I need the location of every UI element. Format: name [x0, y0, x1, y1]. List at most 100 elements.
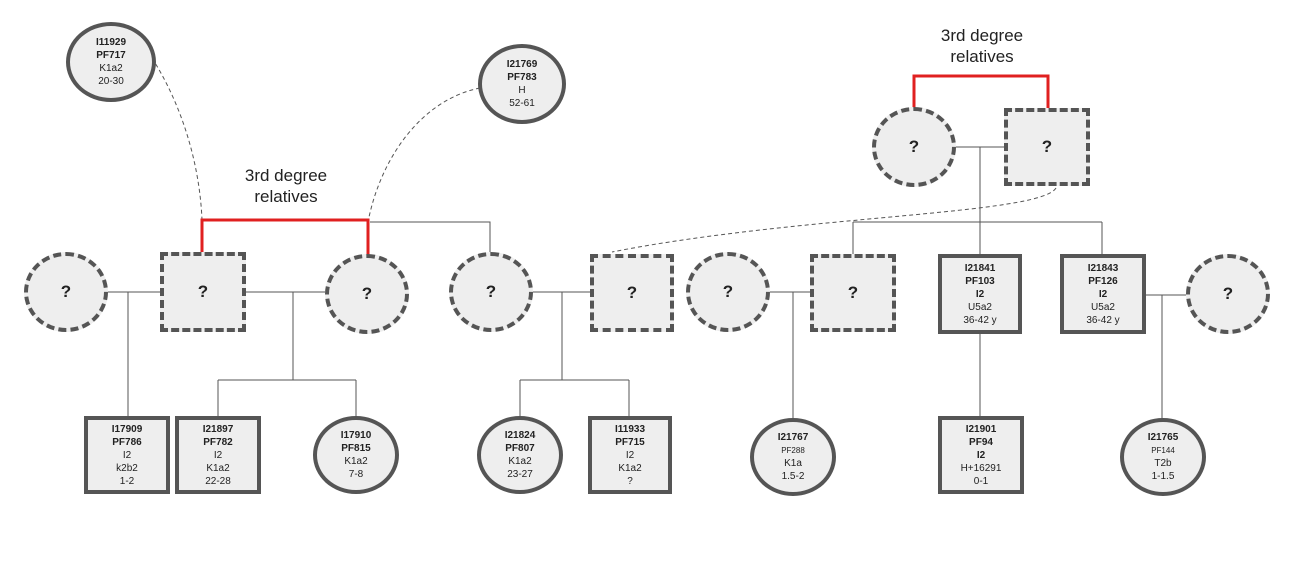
haplogroup: H+16291 — [960, 462, 1002, 474]
haplogroup: K1a — [784, 458, 802, 469]
y-haplogroup: I2 — [625, 449, 635, 461]
age-range: 1-2 — [119, 475, 135, 487]
unknown-mark: ? — [60, 282, 72, 301]
individual-i21901[interactable]: I21901 PF94 I2 H+16291 0-1 — [938, 416, 1024, 494]
unknown-female[interactable]: ? — [24, 252, 108, 332]
age-range: 1-1.5 — [1151, 471, 1175, 482]
haplogroup: U5a2 — [1091, 301, 1115, 313]
unknown-male[interactable]: ? — [160, 252, 246, 332]
sibling-line — [370, 221, 491, 252]
unknown-mark: ? — [197, 282, 209, 301]
individual-i21897[interactable]: I21897 PF782 I2 K1a2 22-28 — [175, 416, 261, 494]
age-range: 52-61 — [509, 98, 535, 109]
individual-code: PF288 — [781, 446, 805, 455]
y-haplogroup: I2 — [213, 449, 223, 461]
individual-i11929[interactable]: I11929 PF717 K1a2 20-30 — [66, 22, 156, 102]
individual-code: PF783 — [507, 72, 537, 83]
individual-i21841[interactable]: I21841 PF103 I2 U5a2 36-42 y — [938, 254, 1022, 334]
unknown-mark: ? — [1041, 137, 1053, 156]
individual-id: I17910 — [340, 430, 372, 441]
y-haplogroup: I2 — [975, 288, 985, 300]
age-range: 1.5-2 — [781, 471, 805, 482]
haplogroup: K1a2 — [344, 456, 368, 467]
third-degree-relation-line — [200, 218, 370, 258]
y-haplogroup: I2 — [1098, 288, 1108, 300]
unknown-female[interactable]: ? — [449, 252, 533, 332]
unknown-female[interactable]: ? — [325, 254, 409, 334]
individual-i21767[interactable]: I21767 PF288 K1a 1.5-2 — [750, 418, 836, 496]
individual-i21765[interactable]: I21765 PF144 T2b 1-1.5 — [1120, 418, 1206, 496]
individual-i11933[interactable]: I11933 PF715 I2 K1a2 ? — [588, 416, 672, 494]
individual-code: PF715 — [615, 436, 645, 448]
unknown-mark: ? — [722, 282, 734, 301]
unknown-mark: ? — [361, 284, 373, 303]
age-range: 0-1 — [973, 475, 989, 487]
unknown-mark: ? — [847, 283, 859, 302]
individual-code: PF807 — [505, 443, 535, 454]
sibship-line — [852, 147, 1103, 255]
haplogroup: K1a2 — [99, 63, 123, 74]
individual-i21824[interactable]: I21824 PF807 K1a2 23-27 — [477, 416, 563, 494]
dashed-identity-link — [151, 57, 203, 221]
dashed-identity-link — [611, 187, 1057, 253]
age-range: ? — [627, 475, 633, 487]
individual-code: PF144 — [1151, 446, 1175, 455]
age-range: 23-27 — [507, 469, 533, 480]
individual-id: I21769 — [506, 59, 538, 70]
individual-id: I21901 — [965, 423, 997, 435]
individual-code: PF103 — [965, 275, 995, 287]
individual-id: I11933 — [614, 423, 646, 435]
unknown-male[interactable]: ? — [590, 254, 674, 332]
unknown-female[interactable]: ? — [1186, 254, 1270, 334]
individual-code: PF782 — [203, 436, 233, 448]
unknown-mark: ? — [626, 283, 638, 302]
individual-id: I21841 — [964, 262, 996, 274]
age-range: 22-28 — [205, 475, 231, 487]
individual-id: I17909 — [111, 423, 143, 435]
age-range: 7-8 — [348, 469, 364, 480]
sibship-line — [519, 292, 630, 418]
third-degree-relation-line — [912, 74, 1050, 110]
caption-line: relatives — [254, 187, 318, 206]
y-haplogroup: I2 — [122, 449, 132, 461]
unknown-male[interactable]: ? — [810, 254, 896, 332]
relation-caption-right: 3rd degree relatives — [912, 25, 1052, 67]
individual-id: I21767 — [777, 432, 809, 443]
unknown-female[interactable]: ? — [686, 252, 770, 332]
individual-i21843[interactable]: I21843 PF126 I2 U5a2 36-42 y — [1060, 254, 1146, 334]
individual-id: I21843 — [1087, 262, 1119, 274]
individual-code: PF94 — [969, 436, 993, 448]
sibship-line — [217, 292, 357, 418]
individual-i17910[interactable]: I17910 PF815 K1a2 7-8 — [313, 416, 399, 494]
haplogroup: K1a2 — [508, 456, 532, 467]
caption-line: 3rd degree — [244, 166, 328, 185]
haplogroup: H — [518, 85, 526, 96]
individual-id: I21824 — [504, 430, 536, 441]
individual-i17909[interactable]: I17909 PF786 I2 k2b2 1-2 — [84, 416, 170, 494]
relation-caption-left: 3rd degree relatives — [216, 165, 356, 207]
haplogroup: T2b — [1154, 458, 1172, 469]
unknown-female[interactable]: ? — [872, 107, 956, 187]
haplogroup: U5a2 — [968, 301, 992, 313]
y-haplogroup: I2 — [976, 449, 986, 461]
unknown-mark: ? — [485, 282, 497, 301]
individual-code: PF126 — [1088, 275, 1118, 287]
haplogroup: K1a2 — [206, 462, 230, 474]
individual-id: I11929 — [95, 37, 127, 48]
unknown-male[interactable]: ? — [1004, 108, 1090, 186]
individual-code: PF786 — [112, 436, 142, 448]
caption-line: relatives — [950, 47, 1014, 66]
individual-id: I21765 — [1147, 432, 1179, 443]
haplogroup: K1a2 — [618, 462, 642, 474]
age-range: 20-30 — [98, 76, 124, 87]
haplogroup: k2b2 — [116, 462, 138, 474]
individual-code: PF815 — [341, 443, 371, 454]
individual-code: PF717 — [96, 50, 126, 61]
individual-i21769[interactable]: I21769 PF783 H 52-61 — [478, 44, 566, 124]
unknown-mark: ? — [908, 137, 920, 156]
age-range: 36-42 y — [1086, 314, 1120, 326]
dashed-identity-link — [367, 87, 481, 223]
age-range: 36-42 y — [963, 314, 997, 326]
